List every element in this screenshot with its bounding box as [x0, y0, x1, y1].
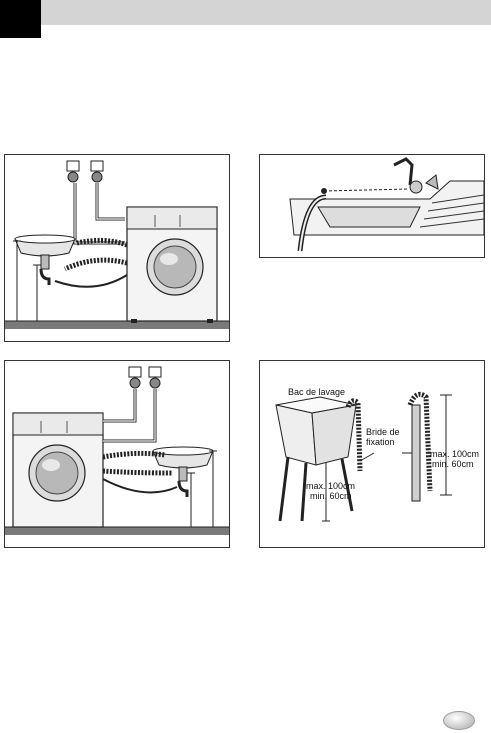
- figure-top-right-sink-hook: [259, 154, 485, 258]
- figure-bottom-left-drain-sink: [4, 360, 230, 548]
- pipe-height-min: min. 60cm: [432, 459, 474, 469]
- page-number-badge: [443, 711, 475, 730]
- section-tab: [0, 0, 41, 38]
- sink-hose-hook-illustration: [289, 157, 484, 252]
- faucet-icon: [393, 157, 439, 194]
- clamp-label-line2: fixation: [366, 437, 395, 447]
- washing-machine-icon: [126, 206, 218, 323]
- laundry-tub-icon: [275, 396, 357, 522]
- washer-sink-drain-illustration: [5, 160, 229, 329]
- washer-sink-drain-illustration-mirrored: [5, 366, 229, 535]
- figure-bottom-right-tub-standpipe: Bac de lavage Bride de fixation max. 100…: [259, 360, 485, 548]
- tub-height-min: min. 60cm: [310, 491, 352, 501]
- water-tap-icon: [66, 160, 104, 183]
- header-bar: [0, 0, 491, 25]
- water-tap-icon: [128, 366, 162, 389]
- figure-top-left-drain-sink: [4, 154, 230, 342]
- tub-standpipe-illustration: [275, 391, 452, 522]
- tub-label: Bac de lavage: [288, 387, 346, 397]
- sink-icon: [152, 446, 214, 497]
- standpipe-icon: [402, 391, 433, 502]
- clamp-label-line1: Bride de: [366, 427, 400, 437]
- pipe-height-max: max. 100cm: [430, 449, 480, 459]
- washing-machine-icon: [12, 412, 104, 528]
- tub-height-max: max. 100cm: [306, 481, 356, 491]
- sink-icon: [14, 234, 76, 285]
